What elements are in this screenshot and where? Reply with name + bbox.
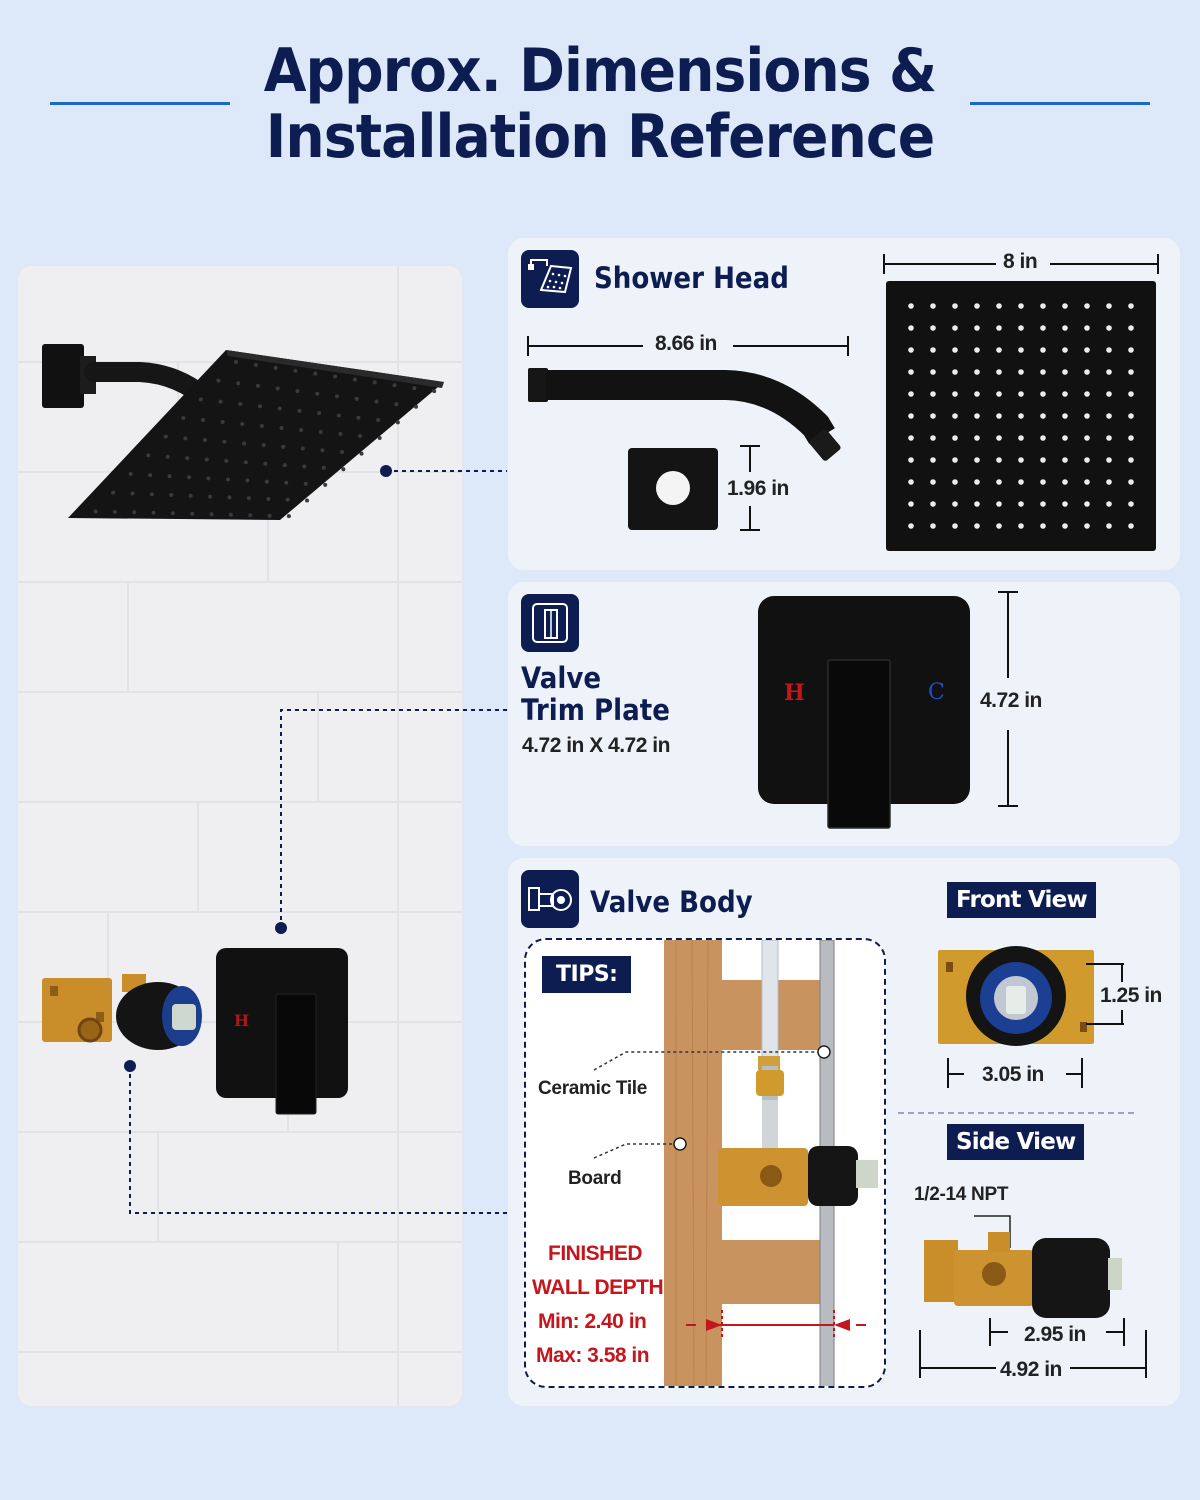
arm-length-dim-line (527, 336, 849, 356)
installed-shower-head (68, 350, 444, 520)
svg-text:H: H (234, 1011, 249, 1030)
front-width-label: 3.05 in (982, 1063, 1044, 1086)
flange-height-label: 1.96 in (727, 477, 789, 500)
front-height-label: 1.25 in (1100, 984, 1162, 1007)
side-total-label: 4.92 in (1000, 1358, 1062, 1381)
tips-badge: TIPS: (542, 956, 632, 993)
installed-preview-panel: H (18, 266, 462, 1406)
wall-cross-section (593, 940, 878, 1386)
shower-head-icon (521, 250, 579, 308)
installed-trim-plate: H (216, 948, 348, 1115)
installed-valve-body (42, 974, 202, 1050)
side-inner-label: 2.95 in (1024, 1323, 1086, 1346)
valve-handle-icon (521, 594, 579, 652)
shower-arm-image (528, 368, 841, 461)
npt-label: 1/2-14 NPT (914, 1184, 1009, 1205)
shower-head-front-image (886, 281, 1156, 551)
trim-height-label: 4.72 in (980, 689, 1042, 712)
wall-flange-image (628, 448, 718, 530)
valve-trim-card: Valve Trim Plate 4.72 in X 4.72 in H C 4… (508, 582, 1180, 846)
hot-mark: H (784, 680, 805, 706)
valve-body-icon (521, 870, 579, 928)
valve-body-title: Valve Body (590, 885, 753, 919)
trim-plate-image (758, 596, 970, 829)
view-divider (898, 1112, 1134, 1114)
ceramic-tile-label: Ceramic Tile (538, 1078, 648, 1099)
board-label: Board (568, 1168, 622, 1189)
front-dims (947, 963, 1124, 1088)
valve-trim-size: 4.72 in X 4.72 in (522, 734, 670, 757)
arm-length-label: 8.66 in (655, 332, 717, 355)
head-width-dim-line (883, 254, 1159, 274)
valve-body-card: Valve Body (508, 858, 1180, 1406)
shower-head-title: Shower Head (594, 261, 789, 295)
tips-box: TIPS: Ceramic Tile Board FINISHED WALL D… (524, 938, 886, 1388)
valve-trim-title-1: Valve (521, 661, 602, 695)
front-view-badge: Front View (947, 882, 1096, 918)
head-width-label: 8 in (1003, 250, 1038, 273)
title-rule-left (50, 102, 230, 105)
finished-label-1: FINISHED (548, 1242, 643, 1265)
shower-head-card: Shower Head 8.66 in 1.96 in 8 in (508, 238, 1180, 570)
cold-mark: C (928, 680, 945, 705)
valve-front-image (938, 946, 1094, 1046)
min-depth: Min: 2.40 in (538, 1310, 647, 1333)
title-rule-right (970, 102, 1150, 105)
valve-trim-title-2: Trim Plate (521, 693, 670, 727)
trim-height-dim-line (998, 591, 1018, 807)
side-view-badge: Side View (947, 1124, 1085, 1160)
valve-side-image (919, 1215, 1147, 1378)
page-title: Approx. Dimensions & Installation Refere… (48, 38, 1152, 170)
flange-height-dim-line (740, 445, 760, 531)
finished-label-2: WALL DEPTH (532, 1276, 664, 1299)
page-title-line-1: Approx. Dimensions & (263, 36, 937, 106)
page-title-line-2: Installation Reference (265, 102, 935, 172)
max-depth: Max: 3.58 in (536, 1344, 650, 1367)
